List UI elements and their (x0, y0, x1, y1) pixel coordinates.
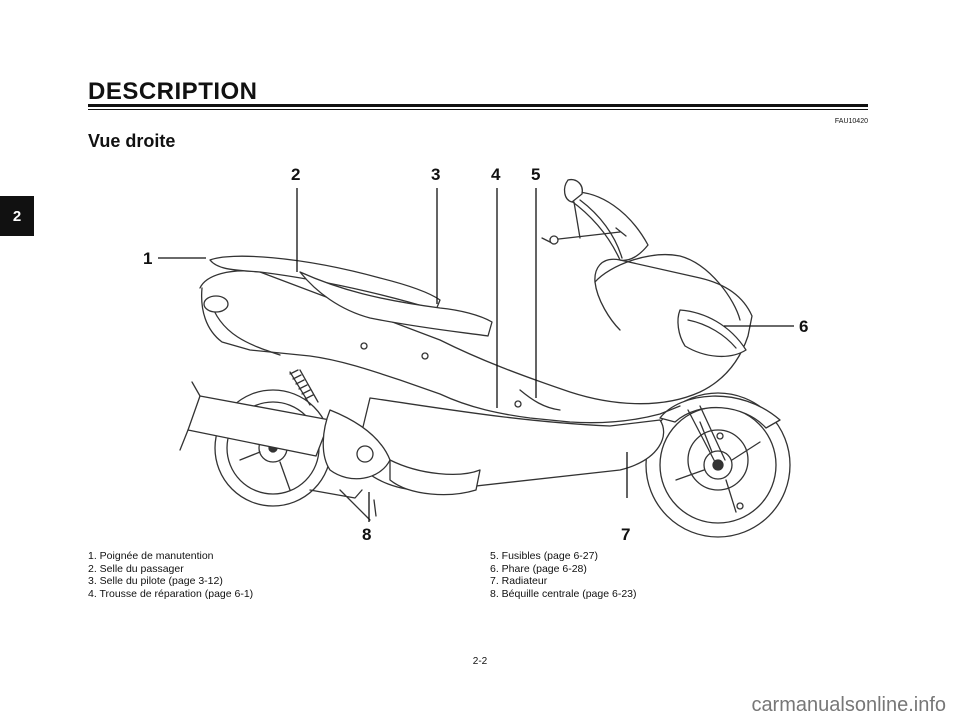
callout-6: 6 (799, 317, 808, 336)
callout-5: 5 (531, 165, 540, 184)
callout-1: 1 (143, 249, 152, 268)
legend-item: 5. Fusibles (page 6-27) (490, 550, 598, 562)
scooter-illustration: 1 2 3 4 5 6 7 8 (143, 165, 808, 544)
callout-3: 3 (431, 165, 440, 184)
section-title: DESCRIPTION (88, 78, 258, 105)
legend-item: 1. Poignée de manutention (88, 550, 214, 562)
page-number: 2-2 (472, 656, 488, 667)
title-rule-thin (88, 109, 868, 110)
title-rule (88, 104, 868, 107)
legend-item: 7. Radiateur (490, 575, 548, 587)
callout-8: 8 (362, 525, 371, 544)
chapter-tab: 2 (0, 196, 34, 236)
legend-item: 6. Phare (page 6-28) (490, 562, 587, 575)
legend-item: 2. Selle du passager (88, 562, 184, 575)
legend-right: 5. Fusibles (page 6-27) 6. Phare (page 6… (490, 550, 637, 600)
legend-item: 4. Trousse de réparation (page 6-1) (88, 587, 254, 600)
legend-item: 8. Béquille centrale (page 6-23) (490, 587, 637, 600)
legend-left: 1. Poignée de manutention 2. Selle du pa… (88, 550, 253, 600)
callout-4: 4 (491, 165, 501, 184)
reference-code: FAU10420 (834, 118, 868, 125)
watermark: carmanualsonline.info (751, 694, 946, 716)
legend-item: 3. Selle du pilote (page 3-12) (88, 575, 223, 587)
callout-2: 2 (291, 165, 300, 184)
page-subtitle: Vue droite (88, 131, 176, 151)
callout-7: 7 (621, 525, 630, 544)
